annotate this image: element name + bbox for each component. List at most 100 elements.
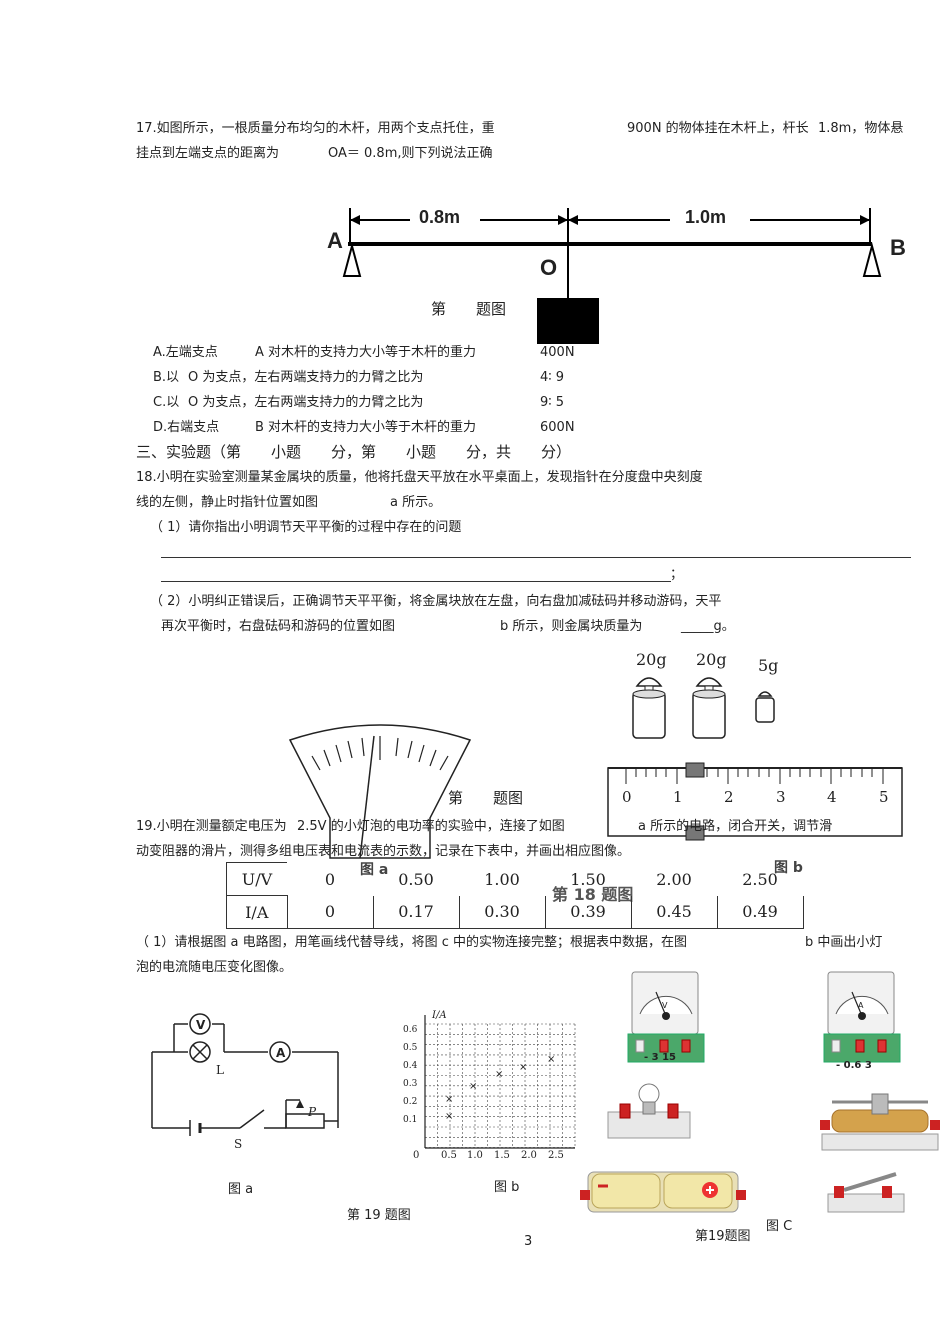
q18-part2-line1: （ 2）小明纠正错误后，正确调节天平平衡，将金属块放在左盘，向右盘加减砝码并移动… <box>150 594 722 609</box>
q17-option-b-text: O 为支点，左右两端支持力的力臂之比为 <box>188 370 424 385</box>
q19-fig-c-label: 图 C <box>766 1219 793 1234</box>
q17-label-a: A <box>327 228 343 253</box>
q17-line2-b: OA＝ 0.8m,则下列说法正确 <box>328 146 493 161</box>
q18-ruler-figure <box>607 762 903 841</box>
q19-graph-grid: ×××××× <box>424 1015 576 1149</box>
lamp-symbol <box>189 1041 211 1063</box>
q19-line2: 动变阻器的滑片，测得多组电压表和电流表的示数，记录在下表中，并画出相应图像。 <box>136 844 631 859</box>
balance-pointer <box>359 735 375 859</box>
svg-text:V: V <box>662 1001 668 1010</box>
q18-part2-line2-b: b 所示，则金属块质量为 <box>500 619 643 634</box>
ruler-tick-0: 0 <box>622 788 632 806</box>
weight-20g-icon <box>632 677 666 739</box>
ruler-rider <box>685 762 705 778</box>
table-cell-u: 1.50 <box>570 869 606 889</box>
q18-line2-a: 线的左侧，静止时指针位置如图 <box>136 495 319 510</box>
svg-text:A: A <box>858 1001 864 1010</box>
q17-option-d-value: 600N <box>540 420 575 435</box>
graph-ytick: 0.3 <box>403 1079 418 1089</box>
q19-line1-b: 2.5V 的小灯泡的电功率的实验中，连接了如图 <box>297 819 565 834</box>
ruler-tick-2: 2 <box>724 788 734 806</box>
q17-option-a-key: A.左端支点 <box>153 345 218 360</box>
q19-part1-b: b 中画出小灯 <box>805 935 883 950</box>
svg-text:×: × <box>445 1094 453 1105</box>
ammeter-device-icon[interactable]: A <box>822 970 902 1070</box>
svg-text:×: × <box>495 1069 503 1080</box>
q17-lever-figure <box>342 208 882 344</box>
weight-label-2: 20g <box>696 650 727 669</box>
graph-xtick: 2.5 <box>548 1150 564 1161</box>
voltmeter-terminals: - 3 15 <box>644 1052 676 1063</box>
section-3-heading: 三、实验题（第 小题 分，第 小题 分，共 分） <box>136 443 572 461</box>
q17-line2-a: 挂点到左端支点的距离为 <box>136 146 280 161</box>
table-header-u: U/V <box>226 862 287 896</box>
q17-option-b-value: 4∶ 9 <box>540 370 565 385</box>
ruler-tick-3: 3 <box>776 788 786 806</box>
graph-xtick: 0.5 <box>441 1150 457 1161</box>
graph-ytick: 0.4 <box>403 1061 418 1071</box>
q17-dist-right: 1.0m <box>685 207 727 227</box>
graph-ylabel: I/A <box>432 1010 447 1021</box>
table-cell-i: 0.30 <box>459 895 546 929</box>
q17-option-c-text: O 为支点，左右两端支持力的力臂之比为 <box>188 395 424 410</box>
switch-device-icon[interactable] <box>826 1168 906 1214</box>
q18-line1: 18.小明在实验室测量某金属块的质量，他将托盘天平放在水平桌面上，发现指针在分度… <box>136 470 703 485</box>
table-cell-i: 0 <box>287 895 374 929</box>
table-cell-i: 0.49 <box>717 895 804 929</box>
q17-line1-c: 1.8m，物体悬 <box>818 121 904 136</box>
ruler-tick-5: 5 <box>879 788 889 806</box>
ruler-tick-1: 1 <box>673 788 683 806</box>
q17-option-b-key: B.以 <box>153 370 180 385</box>
q18-fig-b-label: 图 b <box>774 860 803 876</box>
q18-answer-line-1[interactable] <box>161 557 911 558</box>
q19-fig-a-label: 图 a <box>228 1182 254 1197</box>
graph-ytick: 0.6 <box>403 1025 418 1035</box>
q19-part1-a: （ 1）请根据图 a 电路图，用笔画线代替导线，将图 c 中的实物连接完整；根据… <box>136 935 688 950</box>
graph-ytick: 0.2 <box>403 1097 418 1107</box>
page-number: 3 <box>524 1234 533 1249</box>
svg-text:×: × <box>547 1054 555 1065</box>
svg-text:×: × <box>445 1111 453 1122</box>
q19-circuit-diagram <box>151 1013 339 1136</box>
graph-ytick: 0.1 <box>403 1115 418 1125</box>
table-cell-i: 0.17 <box>373 895 460 929</box>
table-cell-u: 0 <box>324 869 336 889</box>
q18-part1: （ 1）请你指出小明调节天平平衡的过程中存在的问题 <box>150 520 462 535</box>
q19-fig-caption: 第 19 题图 <box>347 1208 411 1223</box>
rheostat-device-icon[interactable] <box>818 1090 942 1154</box>
battery-device-icon[interactable] <box>578 1166 748 1220</box>
svg-text:×: × <box>519 1062 527 1073</box>
table-cell-u: 2.50 <box>742 869 778 889</box>
circuit-label-a: A <box>276 1046 286 1060</box>
weight-5g-icon <box>755 691 775 723</box>
q17-label-b: B <box>890 235 906 260</box>
weight-label-3: 5g <box>758 656 779 675</box>
graph-xtick: 1.5 <box>494 1150 510 1161</box>
q19-line1-c: a 所示的电路，闭合开关，调节滑 <box>638 819 833 834</box>
q17-option-d-text: B 对木杆的支持力大小等于木杆的重力 <box>255 420 477 435</box>
table-header-i: I/A <box>226 895 288 929</box>
q18-answer-line-2[interactable] <box>161 581 671 582</box>
q19-line1-a: 19.小明在测量额定电压为 <box>136 819 287 834</box>
circuit-label-p: P <box>308 1105 317 1119</box>
graph-xtick: 2.0 <box>521 1150 537 1161</box>
balance-dial-figure <box>288 724 472 859</box>
q17-line1-b: 900N 的物体挂在木杆上，杆长 <box>627 121 809 136</box>
hanging-weight <box>537 298 599 344</box>
q18-mass-blank[interactable]: _____g。 <box>681 619 735 634</box>
q18-overlay-caption: 第 题图 <box>448 789 524 807</box>
ammeter-terminals: - 0.6 3 <box>836 1060 872 1071</box>
circuit-label-v: V <box>196 1018 206 1032</box>
slider-arrow-icon <box>296 1100 304 1108</box>
q17-option-a-value: 400N <box>540 345 575 360</box>
graph-xtick: 1.0 <box>467 1150 483 1161</box>
q17-option-a-text: A 对木杆的支持力大小等于木杆的重力 <box>255 345 477 360</box>
q17-option-c-key: C.以 <box>153 395 180 410</box>
voltmeter-symbol <box>189 1013 211 1035</box>
voltmeter-device-icon[interactable]: V <box>626 970 706 1070</box>
q19-part1-line2: 泡的电流随电压变化图像。 <box>136 960 293 975</box>
bulb-device-icon[interactable] <box>606 1078 692 1142</box>
table-cell-i: 0.45 <box>631 895 718 929</box>
q19-data-table: U/V 0 0.50 1.00 1.50 2.00 2.50 I/A 0 0.1… <box>226 862 804 929</box>
q18-part2-line2-a: 再次平衡时，右盘砝码和游码的位置如图 <box>161 619 396 634</box>
